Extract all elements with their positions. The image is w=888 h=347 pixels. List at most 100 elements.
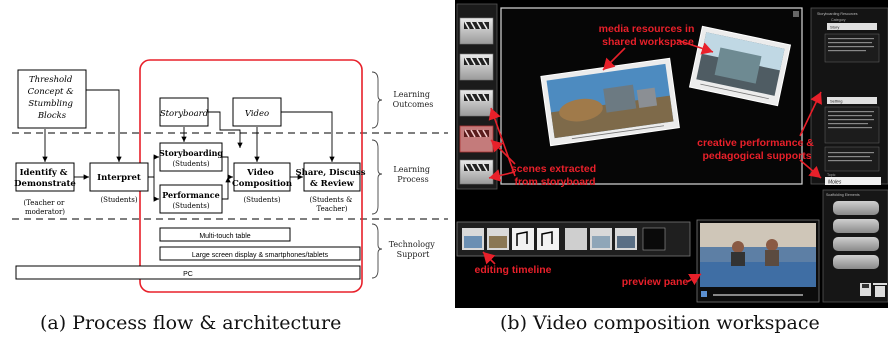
caption-workspace: (b) Video composition workspace [500, 312, 820, 334]
threshold-line: Blocks [37, 111, 67, 121]
scene-thumbnail[interactable] [459, 159, 494, 185]
layer-label: Learning [393, 90, 430, 99]
identify-role: (Teacher or [23, 199, 65, 207]
topic-value: Moles [828, 180, 842, 186]
scaffold-button[interactable] [833, 201, 879, 215]
layer-label: Learning [393, 165, 430, 174]
flow-arrow [86, 89, 122, 162]
svg-text:Threshold Concept & St: Threshold Concept & Stumbling Blocks [28, 75, 77, 121]
storyboard-label: Storyboard [160, 109, 209, 119]
setting-select[interactable] [827, 97, 877, 104]
pc-box [15, 265, 361, 280]
caption-process-flow: (a) Process flow & architecture [40, 312, 342, 334]
video-composition-workspace: Storyboarding Resources Category Story S… [455, 0, 888, 308]
annotation-arrow [602, 47, 626, 71]
category-select[interactable] [827, 23, 877, 30]
multitouch-label: Multi-touch table [199, 233, 250, 240]
performance-label: Performance [162, 190, 220, 200]
svg-text:Identify & Demonstrate: Identify & Demonstrate [14, 168, 76, 189]
flow-arrow [148, 154, 159, 178]
storyboarding-role: (Students) [172, 160, 209, 168]
pc-label: PC [183, 271, 193, 278]
storyboarding-label: Storyboarding [159, 148, 223, 158]
save-icon[interactable] [860, 283, 871, 296]
identify-role: moderator) [25, 208, 65, 216]
scene-thumbnail[interactable] [459, 17, 494, 45]
video-composition-role: (Students) [243, 196, 280, 204]
scaffold-button[interactable] [833, 237, 879, 251]
interpret-box [89, 162, 149, 192]
flow-arrow [222, 156, 233, 180]
scaffold-button[interactable] [833, 255, 879, 269]
video-box [232, 97, 282, 127]
annotation-arrow [799, 91, 822, 137]
svg-text:creative performance & p: creative performance & pedagogical suppo… [697, 137, 817, 162]
video-label: Video [245, 109, 269, 119]
svg-text:(Teacher or moderator): (Teacher or moderator) [23, 199, 66, 216]
identify-line: Identify & [20, 168, 68, 178]
share-role: (Students & [309, 196, 352, 204]
annotation-timeline: editing timeline [474, 264, 551, 276]
category-label: Category [831, 18, 846, 22]
performance-box [159, 184, 223, 214]
description-box [824, 106, 880, 144]
annotation-arrow [676, 39, 714, 55]
timeline-clip-audio[interactable] [512, 228, 534, 250]
identify-line: Demonstrate [14, 179, 76, 189]
layer-bracket [371, 139, 383, 215]
timeline-clip[interactable] [565, 228, 587, 250]
video-composition-line: Video [246, 168, 274, 178]
flow-arrow [153, 177, 159, 202]
annotation-scenes: scenes extracted [511, 163, 596, 175]
threshold-concept-box [17, 69, 87, 129]
process-flow-diagram: Threshold Concept & Stumbling Blocks Sto… [12, 59, 448, 293]
category-value: Story [830, 25, 839, 30]
description-box [824, 146, 880, 172]
resource-panel-header: Storyboarding Resources [817, 12, 858, 16]
svg-text:scenes extracted from st: scenes extracted from storyboard [511, 163, 599, 188]
scaffold-button[interactable] [833, 219, 879, 233]
layer-label: Outcomes [393, 100, 434, 109]
annotation-arrow [488, 107, 516, 177]
play-button[interactable] [701, 291, 707, 297]
annotation-arrow [488, 169, 516, 182]
share-role: Teacher) [316, 205, 347, 213]
topic-label: Topic [827, 173, 836, 177]
annotation-media: shared workspace [602, 36, 694, 48]
scene-thumbnail[interactable] [459, 53, 494, 81]
interpret-label: Interpret [97, 173, 141, 183]
scene-thumbnail-selected[interactable] [459, 125, 494, 153]
timeline-clip-audio[interactable] [537, 228, 559, 250]
flow-arrow [281, 111, 335, 162]
layer-bracket [371, 223, 383, 279]
scene-thumbnails [459, 17, 494, 185]
annotation-arrow [686, 273, 702, 286]
annotation-media: media resources in [599, 23, 695, 35]
share-line: Share, Discuss [296, 168, 366, 178]
layer-label: Support [397, 250, 431, 259]
topic-input[interactable] [825, 177, 881, 185]
trash-icon[interactable] [873, 283, 887, 297]
timeline-clips [462, 227, 666, 251]
svg-text:Video Composition: Video Composition [232, 168, 292, 189]
preview-seek-bar[interactable] [713, 294, 803, 296]
flow-arrow [208, 111, 243, 148]
annotation-preview: preview pane [622, 276, 689, 288]
large-screen-label: Large screen display & smartphones/table… [192, 252, 329, 259]
svg-text:Learning Process: Learning Process [393, 165, 432, 184]
svg-text:Technology Support: Technology Support [389, 240, 438, 259]
media-card[interactable] [540, 57, 680, 147]
timeline-clip-empty[interactable] [642, 227, 666, 251]
scaffolding-header: Scaffolding Elements [826, 193, 860, 197]
annotation-arrow [799, 159, 822, 179]
layer-label: Process [397, 175, 428, 184]
annotation-arrow [490, 139, 516, 165]
svg-text:Share, Discuss & Review: Share, Discuss & Review [296, 168, 369, 189]
media-card[interactable] [688, 25, 792, 107]
annotation-scenes: from storyboard [514, 176, 595, 188]
annotation-creative: creative performance & [697, 137, 814, 149]
scene-thumbnail[interactable] [459, 89, 494, 117]
video-composition-box [233, 162, 291, 192]
close-icon[interactable] [793, 11, 799, 17]
large-screen-box [159, 246, 361, 261]
